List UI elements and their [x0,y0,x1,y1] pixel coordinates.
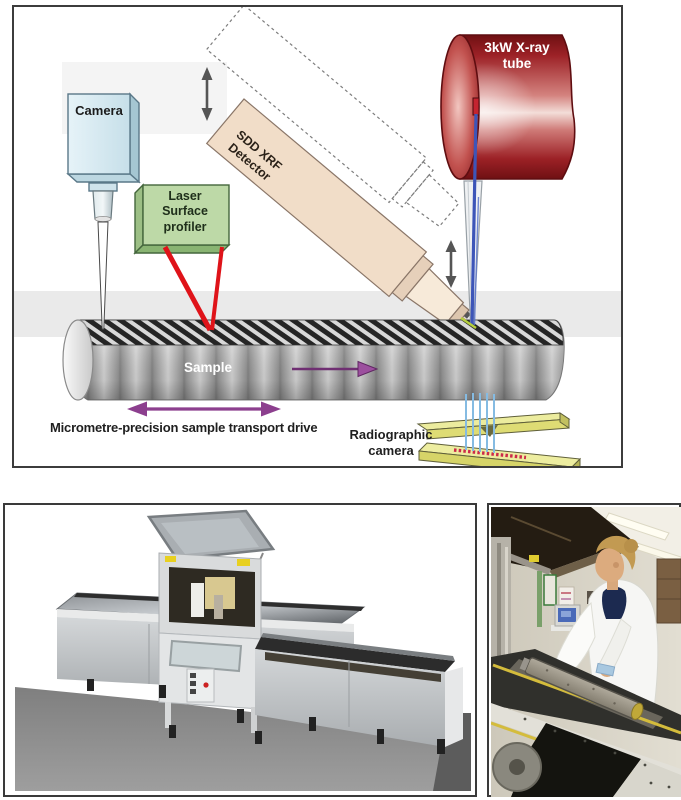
core-track [491,649,681,797]
laser-profiler-label: Laser Surface profiler [162,189,208,234]
warning-label [529,555,539,562]
analysis-tower [146,509,277,733]
detector-motion-arrow-right [445,240,457,288]
track-cavity [511,723,641,797]
storage-cabinet [656,558,681,624]
xray-exit-slit [472,97,480,116]
xray-tube-label: 3kW X-ray tube [484,40,550,72]
computer-monitor [551,604,587,631]
fluorescent-light [604,512,670,541]
camera-focus-cone [97,221,109,330]
radiographic-camera-label: Radiographic camera [349,427,433,458]
lab-floor [15,687,471,791]
detector-retracted-outline [205,7,460,228]
track-panel-lower [613,759,681,797]
schematic-drawing [14,7,621,466]
warning-label [165,556,176,562]
wall-strip [537,571,542,627]
blue-tool [595,662,616,677]
instrument-photo-art [9,509,471,791]
operator-photo-art [491,507,681,797]
laser-beams [162,245,224,332]
xray-tube [432,34,576,180]
right-track-bench [255,633,463,747]
machine-feet [87,679,445,754]
operator-person [554,535,659,718]
tower-window [168,639,243,673]
warning-label [237,559,250,566]
sample-end-cap [62,319,94,401]
camera-body [66,92,141,192]
xray-beam [470,113,480,326]
navy-shirt [602,586,627,619]
transmitted-xray-lines [465,393,495,453]
camera-lens [92,190,114,222]
sample-core [62,319,565,401]
sdd-detector-body [205,98,471,330]
schematic-panel: Camera Laser Surface profiler SDD XRF De… [12,5,623,468]
instrument-photo [3,503,477,797]
camera-label: Camera [75,103,123,118]
operator-photo [487,503,681,797]
detector-motion-arrow-left [201,67,213,121]
panel-screws [523,717,671,789]
sample-direction-arrow [292,360,379,378]
hair-bun [624,539,638,553]
ear [613,562,619,568]
schematic-canvas: Camera Laser Surface profiler SDD XRF De… [14,7,621,466]
detector-laser-pointer [460,316,477,330]
neck [607,577,618,590]
transport-drive-arrow [127,401,281,417]
sample-top-hatch [75,319,564,346]
transport-drive-label: Micrometre-precision sample transport dr… [50,420,318,435]
radiographic-camera-bars [416,412,582,466]
wall-poster-green [543,574,557,606]
sediment-core [519,657,644,720]
face [595,547,625,582]
control-panel [186,668,215,703]
sample-label: Sample [184,360,233,375]
laser-profiler-box [133,183,231,255]
